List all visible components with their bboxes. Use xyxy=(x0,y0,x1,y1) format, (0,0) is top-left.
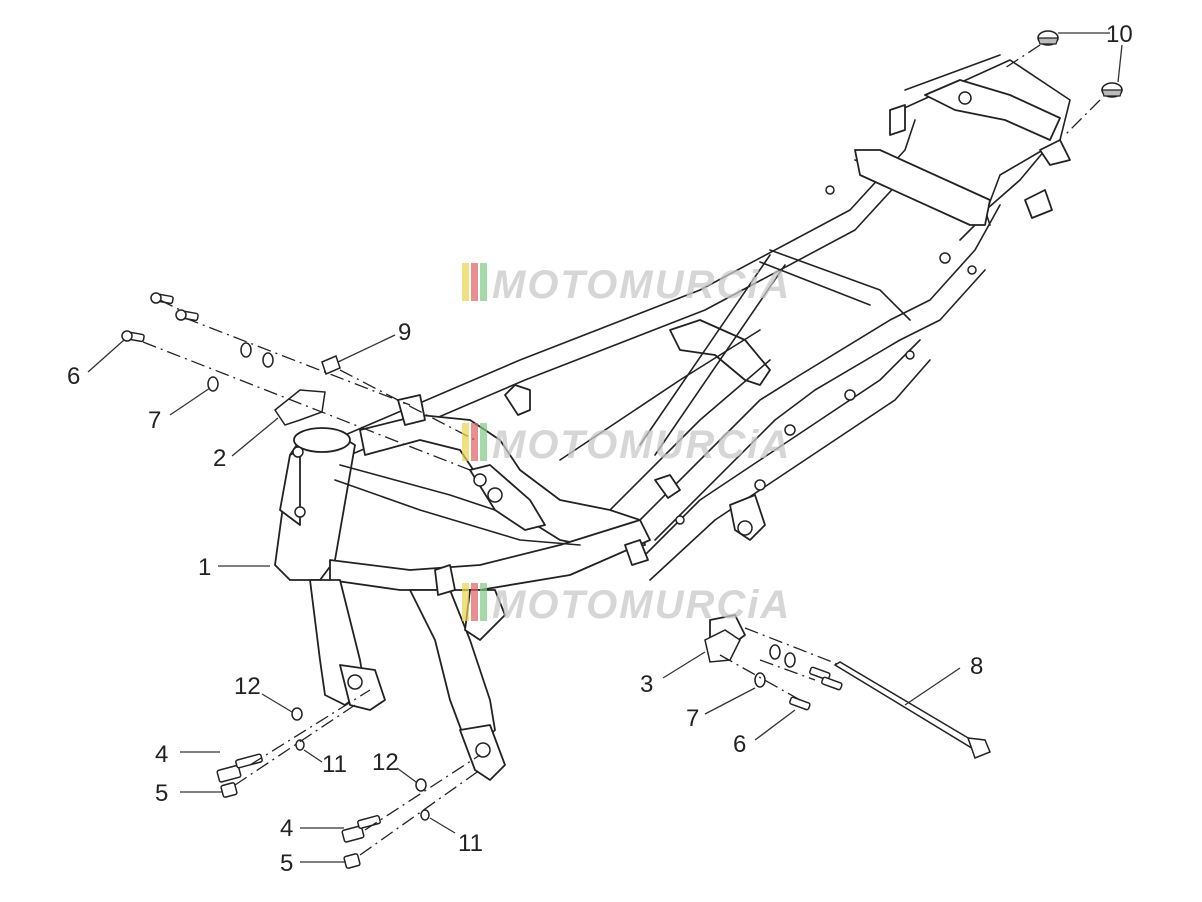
callout-11-centre: 11 xyxy=(458,830,483,857)
washer-part-11b xyxy=(420,809,430,821)
washer-left-1 xyxy=(240,342,252,358)
callout-labels: 10 9 6 7 2 1 3 8 7 6 12 4 5 11 12 4 5 11 xyxy=(67,21,1133,877)
bolt-lower-left-part-5 xyxy=(220,782,238,798)
callout-6-right: 6 xyxy=(733,731,746,758)
bolt-right-2 xyxy=(821,676,843,691)
washer-left-part-7 xyxy=(207,376,219,392)
watermark-top: MOTOMURCiA xyxy=(462,263,791,307)
callout-11-left: 11 xyxy=(322,751,347,778)
callout-5-centre: 5 xyxy=(280,850,293,877)
assembly-axes xyxy=(142,44,1101,856)
washer-right-part-7 xyxy=(754,672,766,688)
callout-7-left: 7 xyxy=(148,407,161,434)
callout-4-left: 4 xyxy=(155,741,168,768)
callout-3: 3 xyxy=(640,671,653,698)
bolt-lower-left-part-4 xyxy=(216,753,263,783)
callout-8: 8 xyxy=(970,653,983,680)
rubber-plug-part-10b xyxy=(1101,82,1123,98)
watermark-bottom: MOTOMURCiA xyxy=(462,583,791,627)
callout-5-left: 5 xyxy=(155,780,168,807)
bolt-left-part-6 xyxy=(121,330,145,343)
bolt-lower-centre-part-4 xyxy=(341,814,381,843)
watermark-text-bottom: MOTOMURCiA xyxy=(492,583,791,627)
callout-10: 10 xyxy=(1106,21,1133,48)
rubber-plug-part-10a xyxy=(1037,30,1059,46)
bracket-part-2 xyxy=(273,389,326,426)
watermark-text-middle: MOTOMURCiA xyxy=(492,423,791,467)
washer-part-12b xyxy=(415,778,427,792)
washer-part-12a xyxy=(291,707,303,721)
hardware-parts xyxy=(121,30,1123,869)
bracket-part-3 xyxy=(704,629,741,663)
washer-right-1 xyxy=(769,644,781,660)
callout-4-centre: 4 xyxy=(280,815,293,842)
washer-left-2 xyxy=(262,352,274,368)
bolt-lower-centre-part-5 xyxy=(343,853,361,869)
long-bolt-part-8 xyxy=(833,661,991,759)
callout-12-right: 12 xyxy=(372,749,399,776)
callout-6-left: 6 xyxy=(67,363,80,390)
callout-9: 9 xyxy=(398,319,411,346)
spacer-part-9 xyxy=(321,354,341,376)
callout-12-left: 12 xyxy=(234,673,261,700)
watermark-text-top: MOTOMURCiA xyxy=(492,263,791,307)
bolt-right-part-6 xyxy=(789,696,811,711)
frame-assembly xyxy=(274,54,1071,781)
bolt-left-upper-1 xyxy=(150,292,174,305)
callout-1: 1 xyxy=(198,554,211,581)
callout-2: 2 xyxy=(213,445,226,472)
callout-7-right: 7 xyxy=(686,705,699,732)
washer-right-2 xyxy=(784,652,796,668)
watermark-middle: MOTOMURCiA xyxy=(462,423,791,467)
callout-leaders xyxy=(87,32,1123,863)
